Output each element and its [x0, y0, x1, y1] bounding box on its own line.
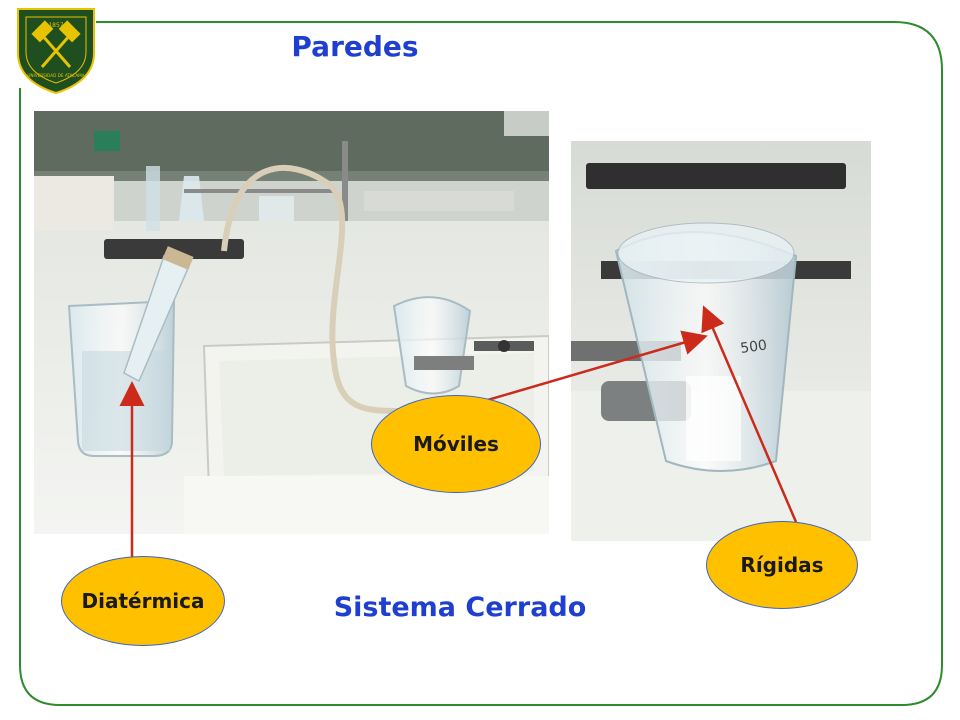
callout-rigidas-label: Rígidas	[740, 553, 824, 577]
logo-year: 1857	[48, 22, 63, 29]
logo-text: UNIVERSIDAD DE ATACAMA	[27, 73, 84, 78]
callout-moviles-label: Móviles	[413, 432, 499, 456]
callout-diatermica: Diatérmica	[61, 556, 225, 646]
callout-rigidas: Rígidas	[706, 521, 858, 609]
slide-title: Paredes	[291, 30, 419, 63]
lab-photo-rigid-wall: 500	[571, 141, 871, 541]
lab-photo-diathermic-wall	[34, 111, 549, 534]
slide-subtitle: Sistema Cerrado	[333, 592, 587, 623]
callout-moviles: Móviles	[371, 395, 541, 493]
university-logo: 1857 UNIVERSIDAD DE ATACAMA	[14, 5, 98, 95]
callout-diatermica-label: Diatérmica	[81, 589, 205, 613]
